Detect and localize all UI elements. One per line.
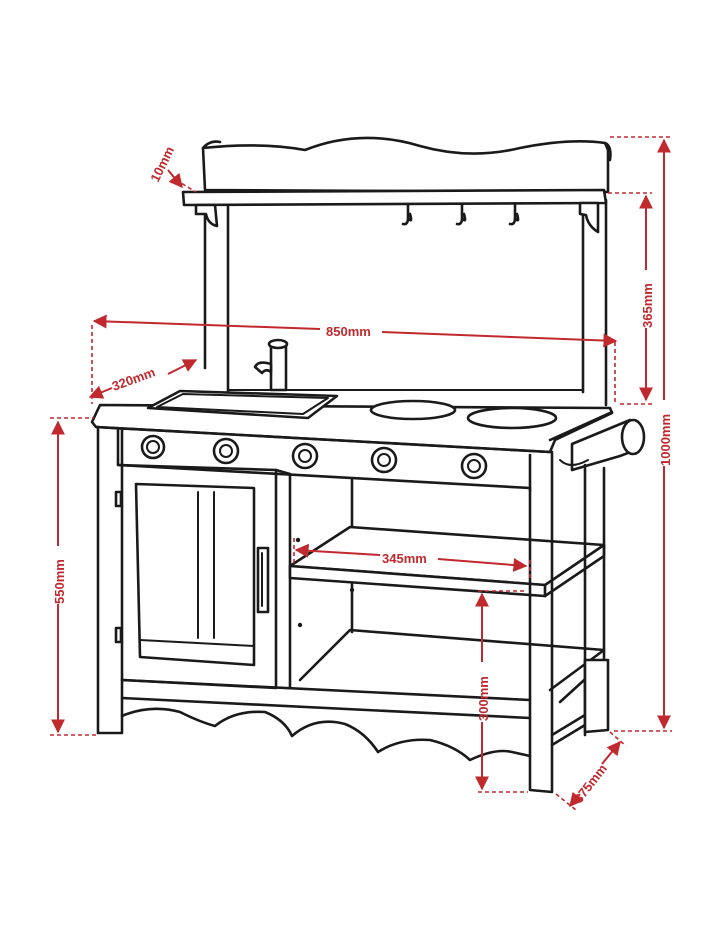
utensil-hooks (401, 202, 520, 226)
hob-right (466, 406, 558, 430)
dim-label-375mm: 375mm (571, 761, 610, 806)
play-kitchen-illustration (90, 136, 646, 794)
backboard (201, 136, 612, 407)
cabinet-door (114, 463, 278, 690)
dim-shelf-width: 345mm (293, 538, 531, 580)
control-knobs (140, 434, 488, 480)
tap (253, 338, 289, 392)
base-plinth (120, 678, 532, 762)
middle-shelf (288, 525, 606, 598)
dim-backboard-height: 365mm (608, 192, 655, 405)
dim-width: 850mm (91, 314, 618, 404)
dim-depth-base: 375mm (555, 731, 627, 811)
dim-label-1000mm: 1000mm (658, 414, 673, 466)
right-side-frame (528, 450, 610, 794)
dim-label-320mm: 320mm (110, 364, 157, 393)
dim-label-365mm: 365mm (640, 283, 655, 328)
left-leg (96, 425, 124, 735)
dim-shelf-thickness: 10mm (147, 144, 197, 193)
dim-label-10mm: 10mm (147, 144, 177, 184)
dim-lower-shelf-height: 300mm (475, 590, 528, 793)
hob-left (369, 399, 457, 421)
dim-label-850mm: 850mm (326, 324, 371, 339)
dim-label-345mm: 345mm (382, 551, 427, 566)
dim-label-300mm: 300mm (476, 676, 491, 721)
sink (146, 389, 339, 420)
towel-rail (559, 418, 646, 472)
top-shelf (181, 188, 608, 234)
door-handle (256, 546, 270, 614)
dim-label-550mm: 550mm (52, 559, 67, 604)
dim-total-height: 1000mm (610, 136, 673, 732)
dim-counter-height: 550mm (50, 417, 96, 736)
